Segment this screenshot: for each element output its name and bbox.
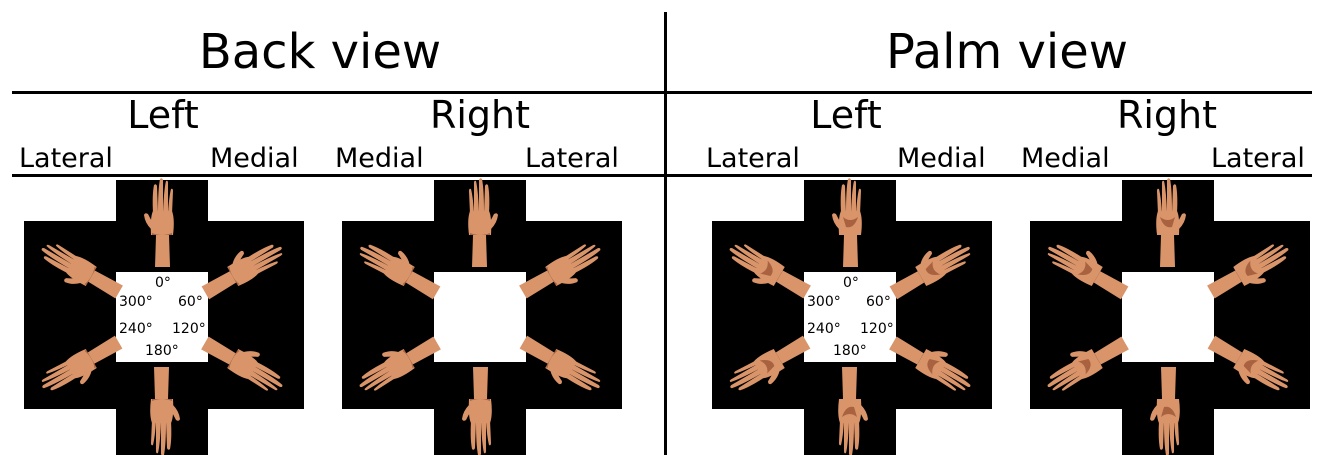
hand-0deg-panel-2 xyxy=(460,177,500,267)
hand-180deg-panel-3 xyxy=(830,367,870,455)
hand-0deg-panel-1 xyxy=(142,177,182,267)
palm-view-title: Palm view xyxy=(886,28,1128,76)
panel-1-medial-label: Medial xyxy=(210,145,299,172)
panel-4-center-square xyxy=(1122,272,1214,362)
degree-label-120: 120° xyxy=(172,322,206,336)
degree-label-60: 60° xyxy=(178,295,203,309)
degree-label-180: 180° xyxy=(833,344,867,358)
degree-label-240: 240° xyxy=(119,322,153,336)
hand-180deg-panel-4 xyxy=(1148,367,1188,455)
back-view-title: Back view xyxy=(199,28,441,76)
panel-4-medial-label: Medial xyxy=(1021,145,1110,172)
panel-2-side: Right xyxy=(430,96,530,134)
hand-180deg-panel-1 xyxy=(142,367,182,455)
panel-4-lateral-label: Lateral xyxy=(1211,145,1305,172)
panel-3-medial-label: Medial xyxy=(897,145,986,172)
degree-label-300: 300° xyxy=(807,295,841,309)
degree-label-120: 120° xyxy=(860,322,894,336)
panel-1-lateral-label: Lateral xyxy=(19,145,113,172)
degree-label-60: 60° xyxy=(866,295,891,309)
degree-label-180: 180° xyxy=(145,344,179,358)
labels-divider xyxy=(12,174,1312,177)
panel-3-side: Left xyxy=(810,96,882,134)
panel-3-lateral-label: Lateral xyxy=(706,145,800,172)
panel-2-medial-label: Medial xyxy=(335,145,424,172)
degree-label-240: 240° xyxy=(807,322,841,336)
panel-2-lateral-label: Lateral xyxy=(525,145,619,172)
panel-1-side: Left xyxy=(127,96,199,134)
view-divider xyxy=(664,12,667,455)
hand-0deg-panel-4 xyxy=(1148,177,1188,267)
panel-2-center-square xyxy=(434,272,526,362)
panel-4-side: Right xyxy=(1117,96,1217,134)
hand-180deg-panel-2 xyxy=(460,367,500,455)
degree-label-0: 0° xyxy=(843,276,859,290)
hand-0deg-panel-3 xyxy=(830,177,870,267)
degree-label-300: 300° xyxy=(119,295,153,309)
degree-label-0: 0° xyxy=(155,276,171,290)
